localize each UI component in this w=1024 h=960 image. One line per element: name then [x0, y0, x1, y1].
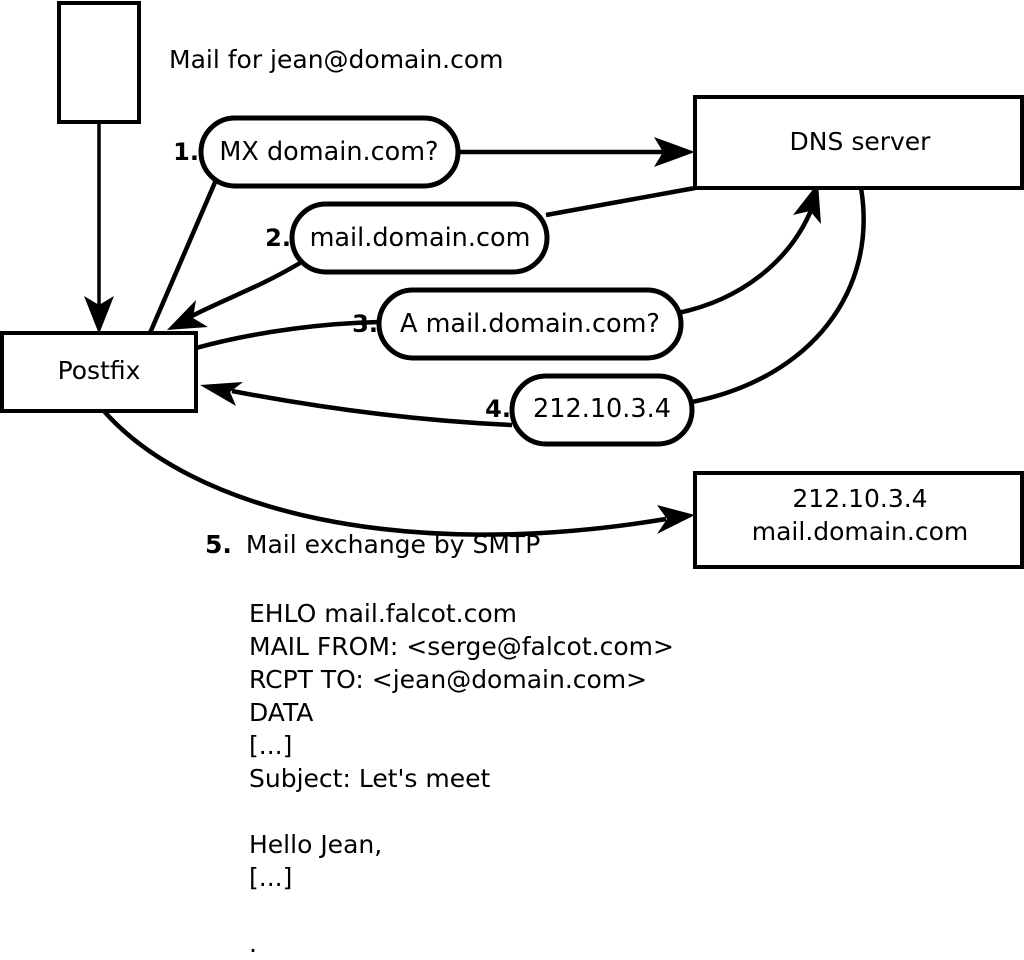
- transcript-line: [249, 894, 674, 927]
- smtp-step-number: 5.: [205, 530, 232, 559]
- smtp-step-caption: 5. Mail exchange by SMTP: [205, 530, 540, 559]
- transcript-line: Hello Jean,: [249, 830, 383, 859]
- smtp-step-label: Mail exchange by SMTP: [245, 530, 541, 559]
- step-2-node[interactable]: 2. mail.domain.com: [265, 201, 550, 275]
- transcript-line: [249, 795, 674, 828]
- destination-mail-server-node[interactable]: 212.10.3.4 mail.domain.com: [693, 471, 1024, 569]
- edge-postfix-to-step3: [195, 319, 381, 351]
- dns-server-box[interactable]: [693, 95, 1024, 190]
- step-1-node[interactable]: 1. MX domain.com?: [173, 115, 461, 189]
- dns-server-node[interactable]: DNS server: [693, 95, 1024, 190]
- header-caption: Mail for jean@domain.com: [169, 45, 504, 74]
- transcript-line: [...]: [249, 863, 293, 892]
- postfix-node[interactable]: Postfix: [0, 331, 198, 413]
- edge-step4-to-postfix: [200, 382, 513, 428]
- step-4-bubble[interactable]: [509, 373, 695, 447]
- edge-dns-to-step4: [691, 187, 866, 405]
- transcript-line: Subject: Let's meet: [249, 764, 491, 793]
- transcript-line: .: [249, 929, 257, 958]
- postfix-label: Postfix: [58, 356, 141, 385]
- source-host-box[interactable]: [57, 1, 141, 124]
- edge-step1-to-dns: [458, 137, 695, 167]
- step-3-number: 3.: [352, 310, 378, 338]
- transcript-line: EHLO mail.falcot.com: [249, 599, 518, 628]
- destination-ip-label: 212.10.3.4: [792, 484, 927, 513]
- edge-step1-tail-to-postfix: [147, 179, 219, 334]
- edge-source-to-postfix: [84, 122, 114, 334]
- edge-step3-to-dns: [677, 183, 821, 316]
- dns-server-label: DNS server: [790, 127, 932, 156]
- step-1-label: MX domain.com?: [219, 137, 438, 167]
- step-4-number: 4.: [485, 395, 511, 423]
- step-3-label: A mail.domain.com?: [400, 309, 660, 339]
- destination-mail-server-box[interactable]: [693, 471, 1024, 569]
- transcript-line: MAIL FROM: <serge@falcot.com>: [249, 632, 674, 661]
- edge-postfix-to-mailserver: [101, 408, 695, 537]
- diagram-canvas: Postfix DNS server 212.10.3.4 mail.domai…: [0, 1, 1024, 569]
- edge-dns-to-step2: [545, 185, 696, 218]
- step-4-node[interactable]: 4. 212.10.3.4: [485, 373, 695, 447]
- step-1-bubble[interactable]: [198, 115, 461, 189]
- postfix-box[interactable]: [0, 331, 198, 413]
- step-2-bubble[interactable]: [289, 201, 550, 275]
- step-3-node[interactable]: 3. A mail.domain.com?: [352, 287, 684, 361]
- destination-hostname-label: mail.domain.com: [752, 517, 968, 546]
- transcript-line: [...]: [249, 731, 293, 760]
- step-2-number: 2.: [265, 224, 291, 252]
- step-4-label: 212.10.3.4: [533, 394, 671, 424]
- edge-step2-to-postfix: [167, 261, 302, 330]
- transcript-line: RCPT TO: <jean@domain.com>: [249, 665, 648, 694]
- step-1-number: 1.: [173, 138, 199, 166]
- step-3-bubble[interactable]: [376, 287, 684, 361]
- transcript-line: DATA: [249, 698, 314, 727]
- step-2-label: mail.domain.com: [310, 223, 531, 253]
